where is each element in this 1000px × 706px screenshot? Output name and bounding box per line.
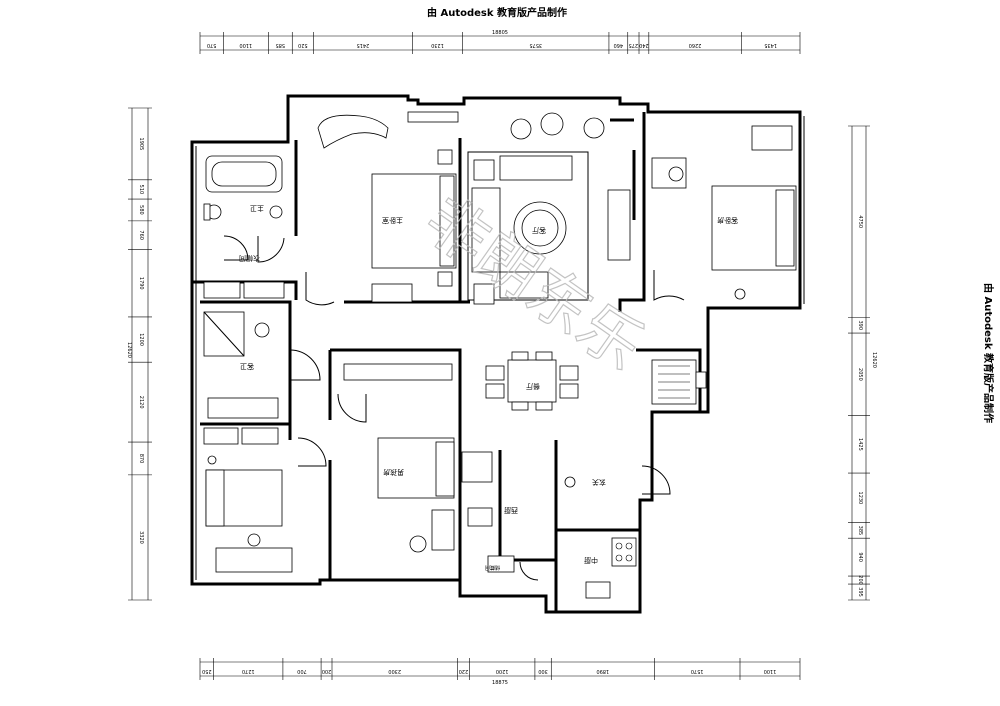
living-room-furniture [467,112,631,305]
label-guest-bath: 客卫 [240,362,254,371]
dimension-label: 570 [207,42,217,48]
dimension-label: 1200 [496,668,509,674]
sofa-left [471,187,501,273]
top-title: 由 Autodesk 教育版产品制作 [427,6,567,19]
dimension-label: 2415 [357,42,370,48]
dimension-label: 510 [138,185,144,195]
desk-boys [431,509,455,551]
master-bath-fixtures [203,155,285,299]
dining-table [507,359,557,403]
dimension-label: 3320 [138,531,144,544]
dimension-label: 1790 [138,277,144,290]
dimension-label: 275 [629,42,639,48]
top-total-dim: 18805 [492,30,508,36]
label-dining: 餐厅 [526,382,540,391]
dimension-label: 2050 [857,368,863,381]
dimension-label: 200 [322,668,332,674]
sofa-bottom [499,271,549,299]
west-kitchen-sink [467,507,493,527]
dimension-label: 2120 [138,396,144,409]
dimension-label: 395 [857,587,863,597]
cooktop [611,537,637,567]
dimension-label: 1905 [138,138,144,151]
dimension-label: 520 [298,42,308,48]
lower-left-bedroom-furniture [205,455,293,573]
dimension-label: 760 [138,230,144,240]
dimension-label: 585 [276,42,286,48]
dimension-label: 2300 [388,668,401,674]
guest-bedroom-furniture [651,125,797,300]
label-guest-bedroom: 客卧房 [717,216,738,225]
kitchen-fixtures [461,451,637,599]
guest-bath-fixtures [203,311,279,445]
dimension-label: 300 [538,668,548,674]
boys-room-furniture [343,363,455,553]
right-title: 由 Autodesk 教育版产品制作 [982,283,995,423]
dimension-label: 3575 [529,42,542,48]
dimension-label: 390 [857,320,863,330]
right-total-dim: 12620 [871,352,877,368]
label-west-kitchen: 西厨 [504,506,518,514]
bottom-total-dim: 18875 [492,680,508,686]
chaise-lounge [317,114,389,149]
dimension-label: 1425 [857,438,863,451]
dimension-label: 1570 [691,668,704,674]
room-labels: 主卧室 客厅 客卧房 主卫 衣帽间 客卫 男孩房 餐厅 玄关 西厨 中厨 储藏间 [239,204,738,571]
left-dimension-chain: 12620 1905 510 580 760 1790 1200 2120 870 3320 [126,107,152,601]
dimension-label: 1200 [138,333,144,346]
dimension-label: 1435 [764,42,777,48]
dimension-label: 200 [857,575,863,585]
label-living-room: 客厅 [532,226,546,235]
doors [223,235,685,581]
right-dimension-chain: 12620 4750 390 2050 1425 1230 385 940 200 395 [848,125,877,601]
dimension-label: 1890 [596,668,609,674]
dimension-label: 250 [202,668,212,674]
label-master-bath: 主卫 [250,204,264,213]
sofa-top [499,155,573,181]
interior-walls [192,112,702,612]
dimension-label: 240 [639,42,649,48]
dimension-label: 385 [857,526,863,536]
dimension-label: 460 [614,42,624,48]
sink-icon [269,205,283,219]
entry-fixtures [564,359,707,488]
master-bedroom-furniture [317,111,459,303]
label-entry: 玄关 [592,478,606,487]
dimension-label: 870 [138,454,144,464]
label-cloakroom: 衣帽间 [239,254,260,263]
label-boys-room: 男孩房 [383,468,404,477]
desk-lower-left [215,547,293,573]
exterior-walls [190,94,805,614]
dimension-label: 220 [459,668,469,674]
dimension-label: 940 [857,552,863,562]
dimension-label: 1230 [857,492,863,505]
dining-furniture [485,351,579,411]
dimension-label: 4750 [857,215,863,228]
label-kitchen: 中厨 [584,556,598,565]
bottom-dimension-chain: 18875 250 1270 700 200 2300 220 1200 300 1890 157… [199,658,801,686]
dimension-label: 1270 [242,668,255,674]
dimension-label: 580 [138,205,144,215]
left-total-dim: 12620 [126,342,132,358]
dimension-label: 1230 [431,42,444,48]
dimension-label: 1100 [239,42,252,48]
dimension-label: 2260 [689,42,702,48]
label-storage: 储藏间 [485,564,500,571]
label-master-bedroom: 主卧室 [382,216,403,225]
dimension-label: 700 [297,668,307,674]
dimension-label: 1100 [764,668,777,674]
